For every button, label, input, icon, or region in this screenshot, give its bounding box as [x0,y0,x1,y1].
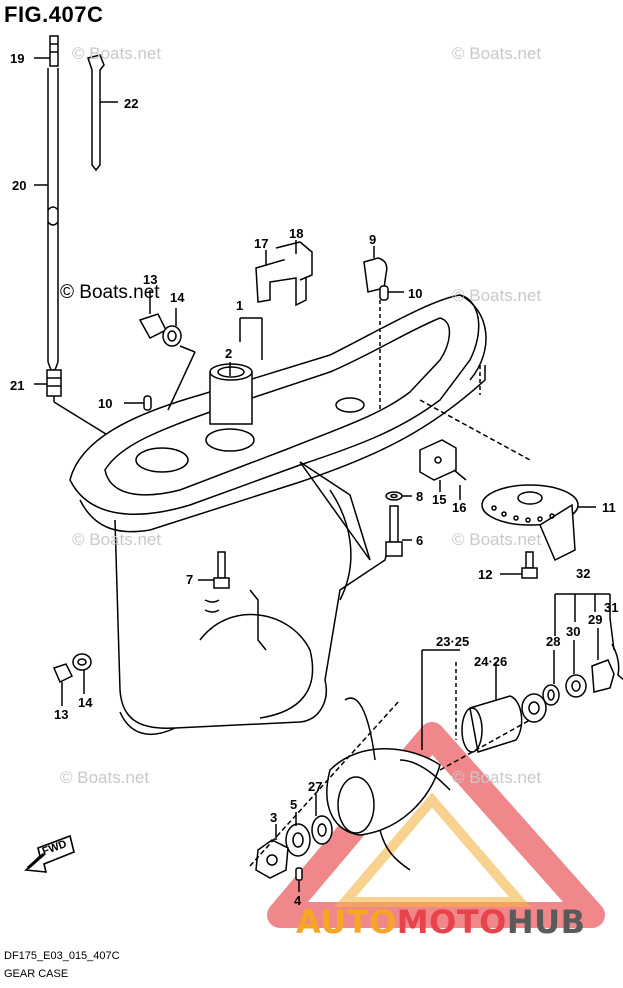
part-20-shift-rod [34,68,59,371]
callout-4: 4 [294,893,302,908]
callout-14-upper: 14 [170,290,185,305]
part-8-washer [385,491,412,501]
callout-22: 22 [124,96,139,111]
part-12-bolt [500,551,538,579]
callout-6: 6 [416,533,424,548]
callout-18: 18 [289,226,304,241]
callout-1: 1 [236,298,244,313]
watermark: © Boats.net [60,282,160,303]
part-4-pin [295,867,303,892]
callout-13-upper: 13 [143,272,158,287]
part-7-bolt [198,551,230,589]
callout-14-lower: 14 [78,695,93,710]
part-22-pin [87,54,118,172]
part-13-14-plug-lower [52,653,92,706]
callout-32: 32 [576,566,591,581]
callout-15: 15 [432,492,447,507]
part-6-bolt [385,505,412,557]
callout-8: 8 [416,489,424,504]
callout-19: 19 [10,51,25,66]
callout-7: 7 [186,572,194,587]
part-28-30-29-31 [542,628,623,706]
callout-16: 16 [452,500,467,515]
logo-auto: AUTO [296,903,397,941]
fwd-arrow-icon [24,834,75,873]
callout-27: 27 [308,779,323,794]
figure-caption: GEAR CASE [4,968,69,980]
watermark: © Boats.net [452,44,542,63]
watermark: © Boats.net [72,44,162,63]
watermark: © Boats.net [452,530,542,549]
part-23-25-propeller [326,649,531,871]
logo-hub: HUB [506,903,586,941]
callout-10-upper: 10 [408,286,423,301]
callout-11: 11 [602,500,616,515]
part-9-cover [363,246,388,293]
watermark: © Boats.net [452,768,542,787]
leader-32 [554,593,615,651]
part-10-pin-upper [379,285,404,301]
callout-21: 21 [10,378,25,393]
callout-12: 12 [478,567,493,582]
logo-moto: MOTO [396,903,507,941]
part-27-5-3-nut-washer [249,699,401,879]
part-13-14-plug-upper [138,290,196,411]
callout-24-26: 24·26 [474,654,508,669]
part-17-18-clips [255,240,313,307]
callout-30: 30 [566,624,581,639]
watermark: © Boats.net [60,768,150,787]
callout-3: 3 [270,810,278,825]
callout-17: 17 [254,236,269,251]
automotohub-logo: AUTOMOTOHUB [296,903,586,941]
callout-2: 2 [225,346,233,361]
callout-29: 29 [588,612,603,627]
part-24-26-thrust-holder [455,662,547,753]
callout-5: 5 [290,797,298,812]
part-15-16-block [419,439,467,500]
callout-23-25: 23·25 [436,634,470,649]
callout-20: 20 [12,178,27,193]
part-10-pin-mid [124,395,152,411]
callout-31: 31 [604,600,619,615]
part-21-fitting [34,369,141,456]
figure-title: FIG.407C [4,2,104,27]
callout-28: 28 [546,634,561,649]
watermark: © Boats.net [72,530,162,549]
callout-10-mid: 10 [98,396,113,411]
figure-code: DF175_E03_015_407C [4,950,120,962]
gear-case-housing [69,294,531,736]
callout-9: 9 [369,232,377,247]
watermark: © Boats.net [452,286,542,305]
part-19-fitting [34,35,59,67]
callout-13-lower: 13 [54,707,69,722]
part-11-anode [481,484,596,562]
